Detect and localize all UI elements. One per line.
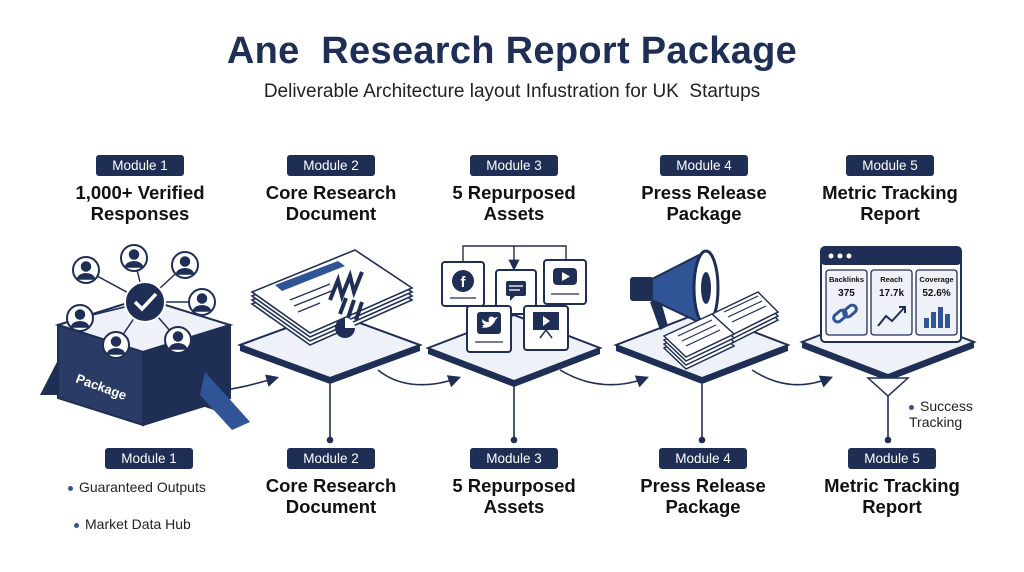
twitter-card <box>466 305 512 353</box>
package-box: Package <box>40 296 250 430</box>
module-1-bottom: Module 1 <box>54 448 244 469</box>
metric-card-reach: Reach 17.7k <box>870 269 913 336</box>
module-4-bottom: Module 4 Press Release Package <box>608 448 798 517</box>
module-badge: Module 5 <box>846 155 934 176</box>
module-badge: Module 2 <box>287 155 375 176</box>
metric-value: 52.6% <box>922 288 950 299</box>
page-title: Ane Research Report Package <box>226 30 798 72</box>
stems <box>326 384 892 444</box>
window-dot-icon <box>846 253 852 259</box>
bullet-success-tracking: Success Tracking <box>909 398 989 430</box>
chat-card <box>495 269 537 315</box>
verified-check-icon <box>124 281 166 323</box>
module-title: Metric Tracking Report <box>822 182 958 224</box>
bullet-text: Guaranteed Outputs <box>79 479 206 495</box>
respondent-icon <box>188 288 216 316</box>
metric-label: Reach <box>880 275 903 284</box>
module-title: Core Research Document <box>265 475 397 517</box>
bar-chart-icon <box>924 307 950 328</box>
network-graph <box>66 244 216 359</box>
arrow-3-4 <box>559 369 649 388</box>
video-card <box>523 305 569 351</box>
trend-up-icon <box>877 307 905 327</box>
bullet-dot <box>909 404 914 410</box>
window-dot-icon <box>828 253 834 259</box>
arrow-2-3 <box>377 369 462 388</box>
metric-label: Backlinks <box>829 275 864 284</box>
module-1-top: Module 1 1,000+ Verified Responses <box>45 155 235 224</box>
metric-value: 17.7k <box>879 288 904 299</box>
research-document-platform <box>237 310 423 384</box>
arrow-4-5 <box>751 369 833 388</box>
metric-card-backlinks: Backlinks 375 <box>825 269 868 336</box>
module-title: 1,000+ Verified Responses <box>75 182 205 224</box>
respondent-icon <box>66 304 94 332</box>
module-2-top: Module 2 Core Research Document <box>236 155 426 224</box>
dashboard-window: Backlinks 375 Reach 17.7k Coverage 52.6% <box>820 246 962 343</box>
module-badge: Module 5 <box>848 448 936 469</box>
asset-connectors <box>462 245 567 271</box>
module-4-top: Module 4 Press Release Package <box>609 155 799 224</box>
module-title: Press Release Package <box>640 475 766 517</box>
module-badge: Module 1 <box>96 155 184 176</box>
svg-text:f: f <box>461 274 467 291</box>
bullet-text: Success Tracking <box>909 398 973 430</box>
press-papers-icon <box>662 291 780 370</box>
module-2-bottom: Module 2 Core Research Document <box>236 448 426 517</box>
bullet-text: Market Data Hub <box>85 516 191 532</box>
respondent-icon <box>164 326 192 354</box>
respondent-icon <box>120 244 148 272</box>
respondent-icon <box>72 256 100 284</box>
module-title: Metric Tracking Report <box>824 475 960 517</box>
bullet-dot <box>68 485 73 491</box>
module-badge: Module 1 <box>105 448 193 469</box>
youtube-card <box>543 259 587 305</box>
page-subtitle: Deliverable Architecture layout Infustra… <box>263 81 761 102</box>
module-badge: Module 3 <box>470 448 558 469</box>
facebook-icon <box>452 270 474 292</box>
module-title: 5 Repurposed Assets <box>452 475 576 517</box>
module-5-top: Module 5 Metric Tracking Report <box>795 155 985 224</box>
module-badge: Module 2 <box>287 448 375 469</box>
module-5-bottom: Module 5 Metric Tracking Report <box>797 448 987 517</box>
metric-card-coverage: Coverage 52.6% <box>915 269 958 336</box>
facebook-card: f <box>441 261 485 307</box>
module-title: 5 Repurposed Assets <box>452 182 576 224</box>
metric-value: 375 <box>838 288 855 299</box>
module-title: Press Release Package <box>641 182 767 224</box>
respondent-icon <box>171 251 199 279</box>
module-badge: Module 4 <box>659 448 747 469</box>
module-3-bottom: Module 3 5 Repurposed Assets <box>419 448 609 517</box>
window-dot-icon <box>837 253 843 259</box>
assets-platform <box>425 313 603 387</box>
respondent-icon <box>102 331 130 359</box>
link-chain-icon <box>832 303 858 324</box>
chat-icon <box>506 281 526 296</box>
module-badge: Module 3 <box>470 155 558 176</box>
bullet-market-data-hub: Market Data Hub <box>74 516 191 532</box>
metric-label: Coverage <box>919 275 953 284</box>
bullet-guaranteed-outputs: Guaranteed Outputs <box>68 479 206 495</box>
document-stack-icon <box>250 249 414 346</box>
module-badge: Module 4 <box>660 155 748 176</box>
module-3-top: Module 3 5 Repurposed Assets <box>419 155 609 224</box>
bullet-dot <box>74 522 79 528</box>
module-title: Core Research Document <box>265 182 397 224</box>
